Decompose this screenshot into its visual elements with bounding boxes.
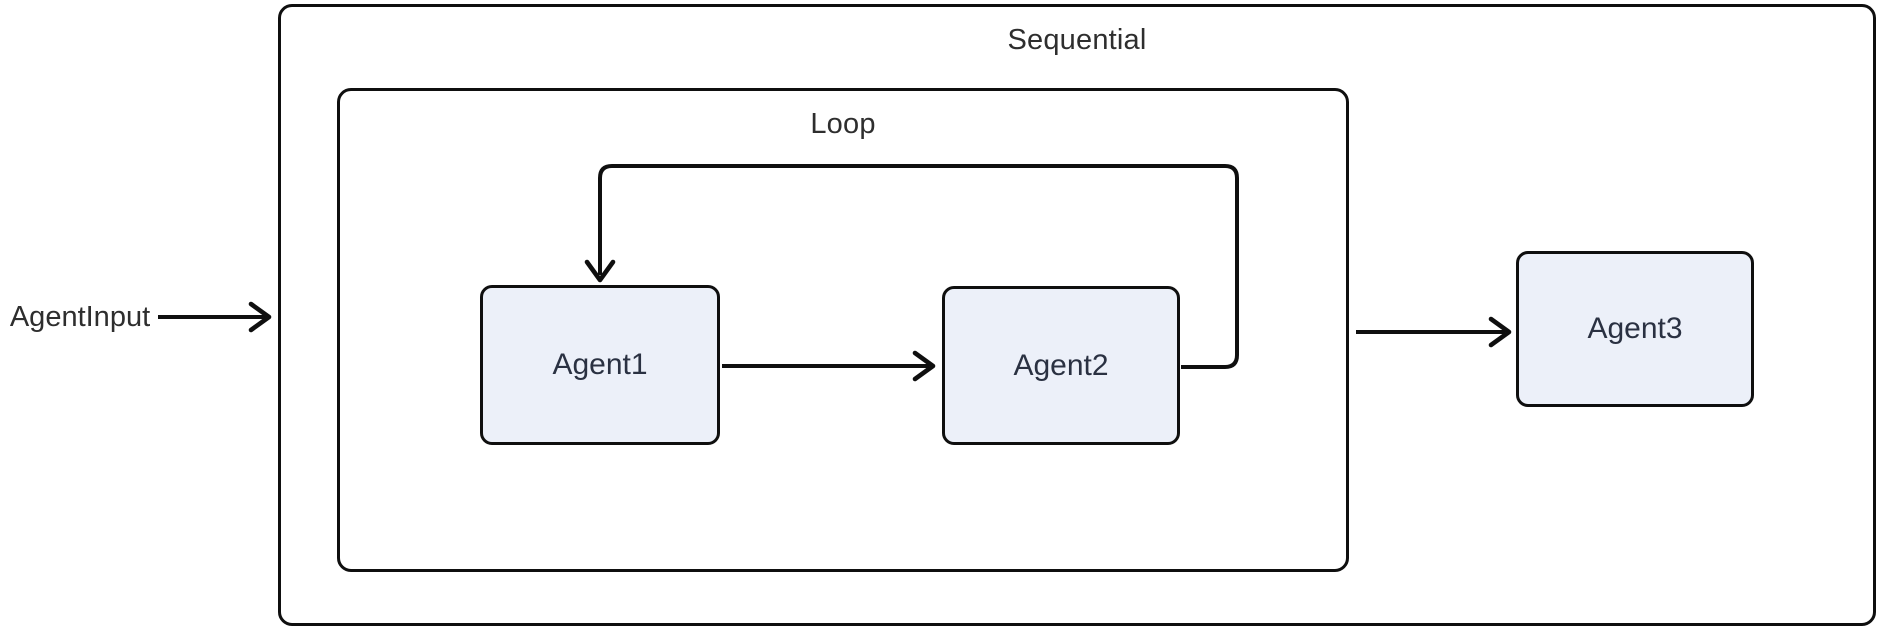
group-sequential-label: Sequential [1007,24,1147,56]
node-agent3-label: Agent3 [1587,312,1683,345]
node-agent2-label: Agent2 [1013,348,1109,382]
agent-input-label: AgentInput [9,301,151,333]
arrowhead-right-icon [248,301,272,333]
node-agent2: Agent2 [942,286,1180,445]
edge-input-to-sequential [158,301,272,333]
group-loop-label: Loop [810,108,876,140]
node-agent3: Agent3 [1516,251,1754,407]
group-loop: Loop [337,88,1349,572]
node-agent1: Agent1 [480,285,720,445]
node-agent1-label: Agent1 [552,348,648,381]
group-sequential: Sequential [278,4,1876,626]
